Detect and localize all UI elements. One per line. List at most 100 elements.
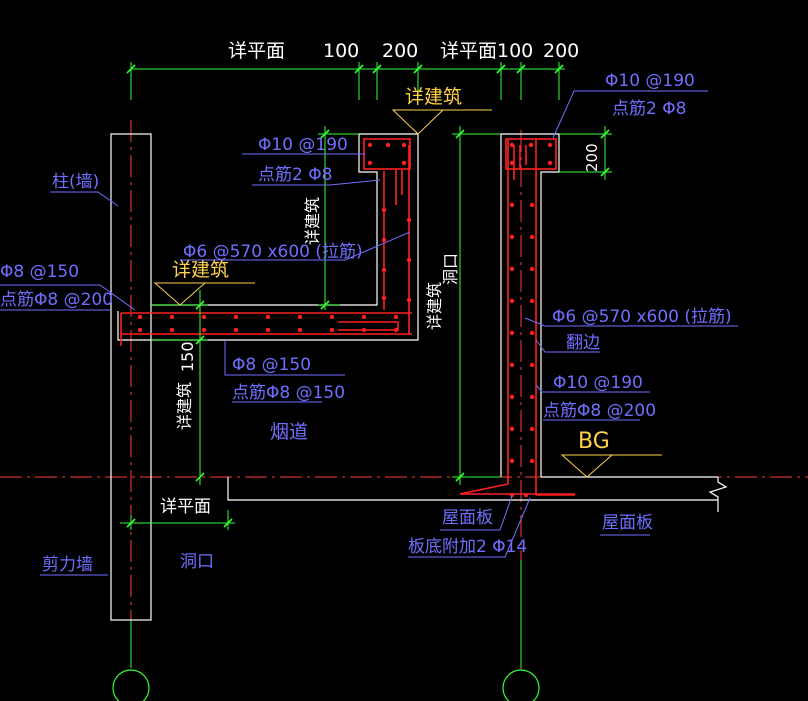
axis-lines: [0, 120, 808, 670]
arch-note-symbols: [153, 109, 662, 478]
tick: [496, 64, 506, 74]
tick: [354, 64, 364, 74]
dim-text-detail-plan-3: 详平面: [160, 497, 211, 517]
right-upstand-outline: [500, 133, 560, 477]
rebar-dot: [509, 160, 515, 166]
rebar-dot: [297, 327, 303, 333]
rebar-dot: [381, 237, 387, 243]
label-left-top-2: 点筋Φ8 @200: [0, 290, 113, 310]
dim-text-200-right: 200: [583, 143, 601, 172]
rebar-dot: [523, 492, 529, 498]
dim-text-150: 150: [178, 341, 197, 372]
label-slab-1: Φ8 @150: [232, 355, 311, 375]
tick: [195, 335, 205, 345]
note-bg: BG: [578, 429, 610, 454]
dim-text-arch-left: 详建筑: [175, 382, 194, 430]
rebar-dot: [509, 362, 515, 368]
label-opening: 洞口: [180, 552, 214, 572]
tick: [600, 129, 610, 139]
rebar-dot: [401, 160, 407, 166]
leader-roof-note: [408, 497, 531, 558]
tick: [320, 300, 330, 310]
rebar-dot: [529, 426, 535, 432]
tick: [600, 167, 610, 177]
leader-col-wall: [50, 191, 119, 207]
label-slab-2: 点筋Φ8 @150: [232, 383, 345, 403]
label-flue: 烟道: [270, 421, 308, 443]
wall-column-outline: [110, 133, 152, 621]
axis-bubble-right: [502, 669, 540, 701]
rebar: [120, 138, 575, 496]
dim-text-100-1: 100: [323, 40, 359, 62]
rebar-dot: [406, 297, 412, 303]
rebar-dot: [201, 314, 207, 320]
leader-lines: [0, 90, 738, 576]
rebar-dot: [509, 202, 515, 208]
label-roof-slab-2: 屋面板: [602, 513, 653, 533]
dim-text-arch-opening: 详建筑: [425, 282, 444, 330]
rebar-dot: [381, 207, 387, 213]
rebar-dot: [367, 160, 373, 166]
label-texts: 柱(墙) Φ8 @150 点筋Φ8 @200 Φ10 @190 点筋2 Φ8 Φ…: [0, 71, 732, 575]
bg-triangle: [560, 454, 614, 478]
right-upstand-bottom-bar: [459, 472, 509, 495]
dimension-texts: 详平面 100 200 详平面 100 200 200 150 详建筑 详建筑 …: [160, 40, 601, 517]
dim-text-opening: 洞口: [441, 253, 460, 285]
note-arch-top: 详建筑: [405, 86, 462, 108]
rebar-dot: [529, 458, 535, 464]
rebar-dot: [265, 314, 271, 320]
rebar-dot: [329, 327, 335, 333]
axis-bubble-left: [112, 669, 150, 701]
rebar-dot: [329, 314, 335, 320]
label-right-top-1: Φ10 @190: [605, 71, 695, 91]
tick: [455, 129, 465, 139]
rebar-dot: [393, 327, 399, 333]
rebar-dot: [509, 234, 515, 240]
tick: [223, 518, 233, 528]
rebar-dot: [361, 327, 367, 333]
rebar-dot: [406, 217, 412, 223]
leader-right-top: [552, 90, 708, 139]
rebar-dot: [381, 295, 387, 301]
tick: [195, 300, 205, 310]
tick: [413, 64, 423, 74]
leader-turn-edge: [535, 339, 600, 353]
rebar-dot: [509, 492, 515, 498]
rebar-dot: [361, 314, 367, 320]
rebar-dot: [509, 266, 515, 272]
rebar-dot: [201, 327, 207, 333]
tick: [372, 64, 382, 74]
rebar-dot: [169, 314, 175, 320]
label-tie-left: Φ6 @570 x600 (拉筋): [183, 242, 363, 262]
rebar-dot: [529, 234, 535, 240]
label-roof-slab-1: 屋面板: [442, 508, 493, 528]
label-tie-right: Φ6 @570 x600 (拉筋): [552, 307, 732, 327]
dimension-ticks: [126, 64, 610, 528]
label-col-wall: 柱(墙): [52, 172, 99, 192]
leader-left-top: [0, 284, 136, 311]
tick: [455, 472, 465, 482]
dim-text-200-2: 200: [543, 40, 579, 62]
rebar-dot: [381, 267, 387, 273]
rebar-dot: [401, 142, 407, 148]
rebar-dot: [265, 327, 271, 333]
rebar-dot: [297, 314, 303, 320]
rebar-dot: [547, 142, 553, 148]
rebar-dot: [509, 458, 515, 464]
rebar-dot: [528, 142, 534, 148]
tick: [554, 64, 564, 74]
dim-text-100-2: 100: [497, 40, 533, 62]
leader-tie-right: [524, 317, 738, 327]
label-right-mid-2: 点筋Φ8 @200: [543, 401, 656, 421]
rebar-dot: [529, 298, 535, 304]
leader-tie-left: [180, 231, 411, 261]
rebar-dot: [529, 202, 535, 208]
label-shear-wall: 剪力墙: [42, 555, 93, 575]
rebar-dots: [137, 142, 553, 498]
axis-extensions: [130, 560, 522, 668]
right-upstand-stirrup: [505, 138, 557, 170]
label-left-top-1: Φ8 @150: [0, 262, 79, 282]
rebar-dot: [509, 142, 515, 148]
axis-bubbles: [112, 669, 540, 701]
